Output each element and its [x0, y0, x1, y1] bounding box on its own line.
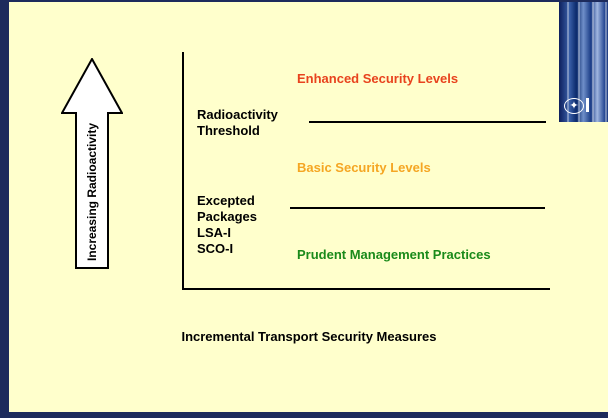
radioactivity-threshold-label: Radioactivity Threshold [197, 107, 278, 139]
radioactivity-threshold-line [309, 121, 546, 123]
prudent-management-label: Prudent Management Practices [297, 247, 491, 262]
excepted-line-1: Excepted [197, 193, 255, 208]
caption-text: Incremental Transport Security Measures [181, 329, 437, 344]
threshold-line-2: Threshold [197, 123, 260, 138]
excepted-packages-line [290, 207, 545, 209]
vertical-axis [182, 52, 184, 290]
un-emblem-icon: ✦ [564, 98, 584, 114]
enhanced-security-label: Enhanced Security Levels [297, 71, 459, 86]
excepted-packages-label: Excepted Packages LSA-I SCO-I [197, 193, 257, 257]
excepted-line-2: Packages [197, 209, 257, 224]
diagram-caption: Incremental Transport Security Measures [9, 329, 608, 344]
iaea-logo-icon: ✦ [559, 2, 608, 122]
excepted-line-4: SCO-I [197, 241, 234, 256]
threshold-line-1: Radioactivity [197, 107, 278, 122]
logo-mark [586, 98, 589, 112]
up-arrow-icon [61, 58, 123, 269]
horizontal-axis [182, 288, 550, 290]
arrow-label-text: Increasing Radioactivity [85, 122, 99, 262]
excepted-line-3: LSA-I [197, 225, 231, 240]
basic-security-label: Basic Security Levels [297, 160, 431, 175]
